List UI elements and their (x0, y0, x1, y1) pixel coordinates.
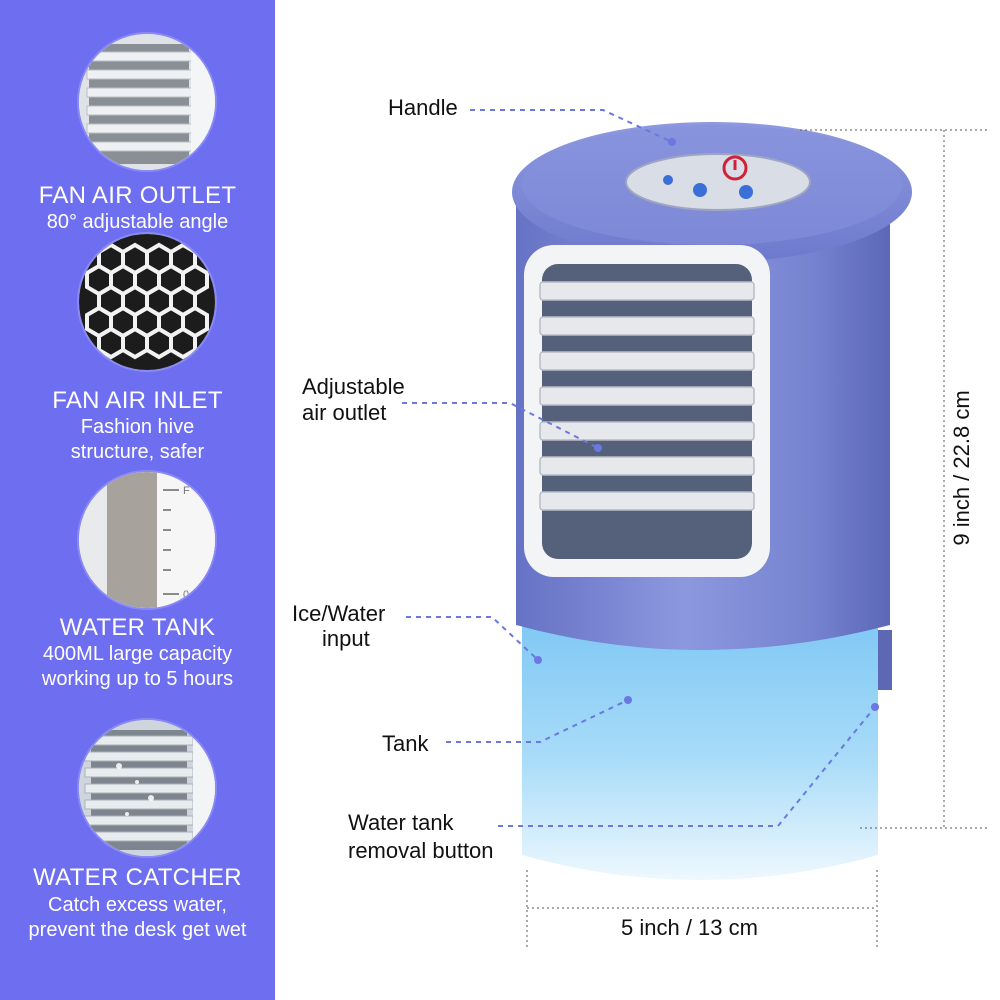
feature-title: FAN AIR INLET (52, 387, 223, 414)
control-panel (625, 153, 811, 211)
handle-label: Handle (388, 95, 458, 120)
svg-text:F: F (183, 485, 190, 497)
timer-icon[interactable] (663, 175, 673, 185)
feature-desc: Catch excess water, (48, 894, 227, 916)
tank-label: Tank (382, 731, 429, 756)
svg-text:0: 0 (183, 589, 189, 601)
height-dimension-label: 9 inch / 22.8 cm (949, 390, 974, 546)
power-icon[interactable] (722, 155, 748, 181)
ice-water-input-label: Ice/Water (292, 601, 386, 626)
tank (522, 615, 878, 880)
adjustable-air-outlet-label: Adjustable (302, 374, 405, 399)
water-tank-icon: F 0 (77, 470, 217, 610)
water-catcher-icon (77, 718, 217, 858)
fan-speed-icon[interactable] (693, 183, 707, 197)
feature-title: FAN AIR OUTLET (38, 182, 237, 209)
feature-desc: structure, safer (70, 441, 205, 463)
feature-desc: Fashion hive (80, 416, 195, 438)
cooling-icon[interactable] (739, 185, 753, 199)
width-dimension-label: 5 inch / 13 cm (621, 915, 758, 940)
fan-air-inlet-icon (77, 232, 217, 372)
dimension-lines (526, 129, 990, 950)
feature-title: WATER CATCHER (33, 864, 242, 891)
feature-sidebar: FAN AIR OUTLET 80° adjustable angle (0, 0, 275, 1000)
fan-air-outlet-icon (77, 32, 217, 172)
water-tank-removal-button[interactable] (878, 630, 892, 690)
feature-title: WATER TANK (59, 614, 216, 641)
feature-desc: 400ML large capacity (42, 643, 233, 665)
ice-water-input-label: input (322, 626, 370, 651)
adjustable-air-outlet-label: air outlet (302, 400, 387, 425)
water-tank-removal-label: Water tank (348, 810, 454, 835)
feature-desc: working up to 5 hours (41, 668, 234, 690)
water-tank-removal-label: removal button (348, 838, 494, 863)
feature-desc: 80° adjustable angle (46, 211, 229, 233)
feature-desc: prevent the desk get wet (28, 919, 247, 941)
air-outlet-louvers[interactable] (539, 281, 755, 511)
